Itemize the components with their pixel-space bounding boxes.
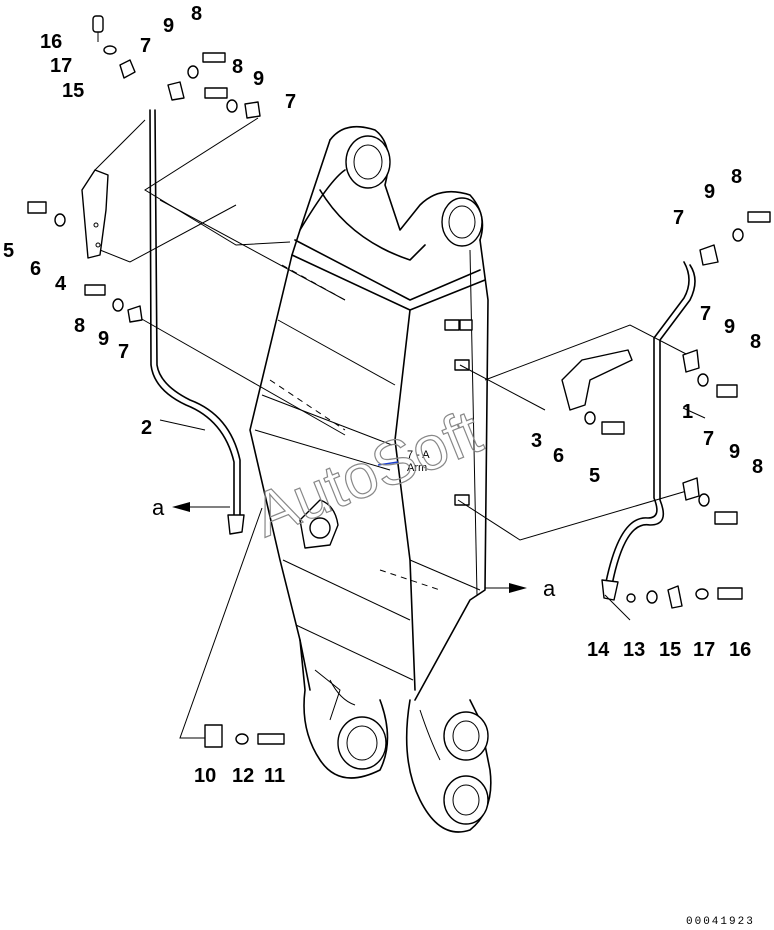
callout-labels: 16 17 15 7 9 8 8 9 7 5 6 4 8 9 7 2 1 9 8… (3, 3, 763, 787)
leader-lines (94, 117, 706, 739)
callout-9-top2: 9 (253, 68, 264, 90)
arm-body (249, 125, 492, 833)
callout-15-top: 15 (62, 80, 84, 102)
callout-6-right: 6 (553, 445, 564, 467)
callout-1: 1 (682, 401, 693, 423)
callout-9-top: 9 (163, 15, 174, 37)
watermark: AutoSoft (244, 397, 492, 551)
callout-8-left: 8 (74, 315, 85, 337)
view-ref-a-left: a (152, 495, 165, 520)
callout-7-right3: 7 (703, 428, 714, 450)
callout-2: 2 (141, 417, 152, 439)
callout-8-top2: 8 (232, 56, 243, 78)
pipe-2 (149, 109, 245, 535)
pipe-1 (601, 261, 696, 601)
hardware (27, 15, 771, 748)
callout-10: 10 (194, 765, 216, 787)
callout-16-top: 16 (40, 31, 62, 53)
callout-6-left: 6 (30, 258, 41, 280)
arm-note-line1: 7 - A (407, 449, 430, 461)
callout-8-right2: 8 (750, 331, 761, 353)
arm-note: 7 - A Arm (377, 449, 430, 474)
callout-17-bottom: 17 (693, 639, 715, 661)
view-reference-right: a (509, 576, 556, 601)
callout-14: 14 (587, 639, 610, 661)
callout-15-bottom: 15 (659, 639, 681, 661)
callout-7-right2: 7 (700, 303, 711, 325)
arm-note-line2: Arm (407, 462, 427, 474)
view-reference-left: a (152, 495, 190, 520)
callout-7-left: 7 (118, 341, 129, 363)
callout-8-right3: 8 (752, 456, 763, 478)
callout-9-right2: 9 (724, 316, 735, 338)
callout-5-left: 5 (3, 240, 14, 262)
callout-9-left: 9 (98, 328, 109, 350)
callout-17-top: 17 (50, 55, 72, 77)
callout-13: 13 (623, 639, 645, 661)
callout-7-top2: 7 (285, 91, 296, 113)
callout-9-right: 9 (704, 181, 715, 203)
watermark-text: AutoSoft (244, 397, 490, 550)
callout-5-right: 5 (589, 465, 600, 487)
callout-9-right3: 9 (729, 441, 740, 463)
callout-7-right: 7 (673, 207, 684, 229)
callout-3: 3 (531, 430, 542, 452)
callout-12: 12 (232, 765, 254, 787)
callout-11: 11 (264, 765, 285, 787)
callout-8-right: 8 (731, 166, 742, 188)
callout-4: 4 (55, 273, 67, 295)
callout-8-top: 8 (191, 3, 202, 25)
view-ref-a-right: a (543, 576, 556, 601)
callout-7-top: 7 (140, 35, 151, 57)
drawing-number: 00041923 (686, 916, 755, 928)
callout-16-bottom: 16 (729, 639, 751, 661)
